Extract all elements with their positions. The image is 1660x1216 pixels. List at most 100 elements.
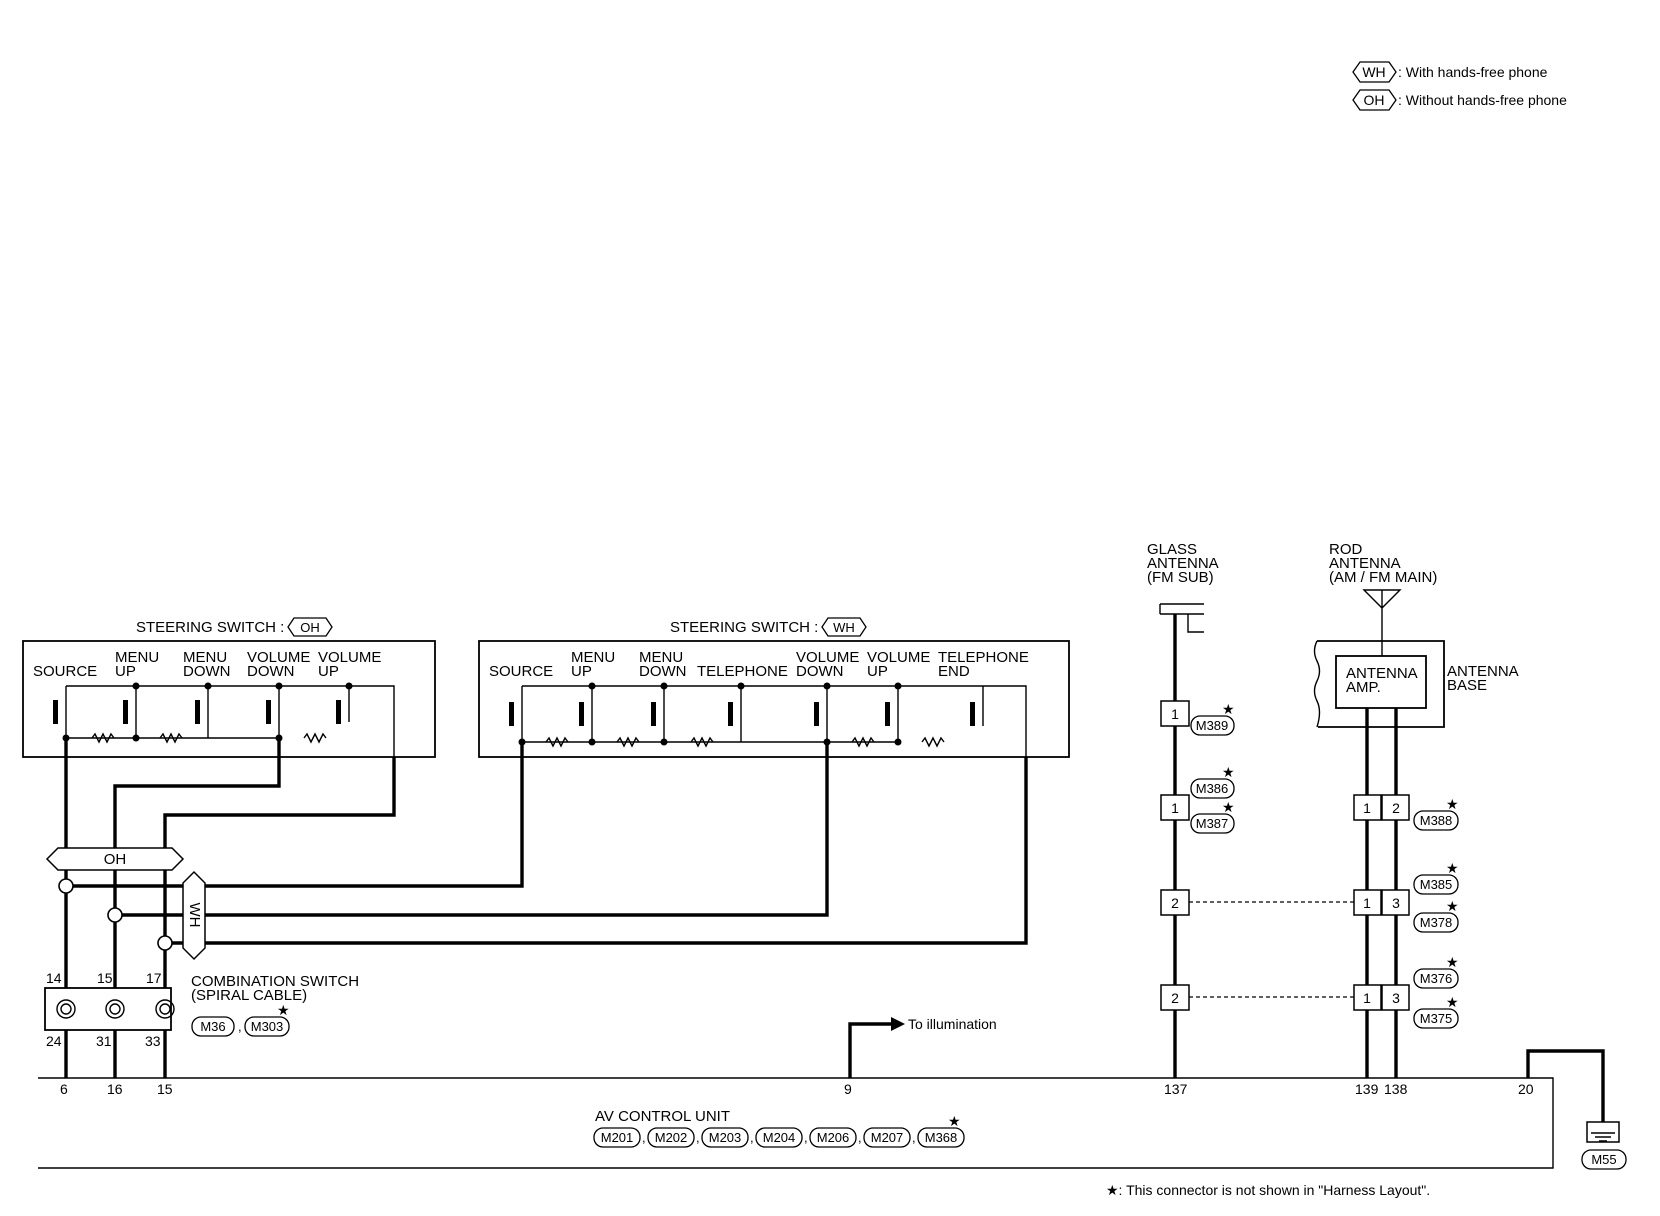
glass-pin-box-3 [1160, 889, 1190, 916]
steering-wh-box [478, 640, 1070, 758]
antenna-base-outline [1317, 640, 1445, 728]
connector-m201-text: M201 [601, 1130, 634, 1145]
glass-pin-2: 1 [1171, 800, 1179, 816]
wh-menu-down-label-2: DOWN [639, 663, 687, 680]
connector-m385 [1413, 874, 1459, 895]
comb-pin-33: 33 [145, 1033, 161, 1049]
splice-points [58, 878, 173, 951]
wh-top-bus [522, 685, 1027, 757]
rod-pin-l2: 1 [1363, 895, 1371, 911]
connector-m36 [191, 1016, 235, 1037]
oh-legend-text: : Without hands-free phone [1398, 92, 1567, 108]
connector-m385-text: M385 [1420, 877, 1453, 892]
steering-oh-tag-text: OH [300, 620, 320, 635]
combination-switch-name-2: (SPIRAL CABLE) [191, 987, 307, 1004]
to-illumination-label: To illumination [908, 1016, 997, 1032]
oh-volume-down-label-2: DOWN [247, 663, 295, 680]
oh-volume-up-label-2: UP [318, 663, 339, 680]
star-m378: ★ [1446, 898, 1459, 914]
wire-illumination [848, 1022, 893, 1078]
oh-menu-down-label-1: MENU [183, 649, 227, 666]
glass-antenna: GLASS ANTENNA (FM SUB) 1 1 2 2 M389 ★ M3… [1147, 541, 1367, 1078]
wh-resistors [545, 736, 945, 748]
antenna-amp-box [1335, 655, 1427, 709]
oh-branch-text: OH [104, 851, 127, 868]
oh-menu-down-label-2: DOWN [183, 663, 231, 680]
wh-switch-volume-down [814, 686, 828, 742]
connector-m389 [1190, 715, 1235, 736]
connector-m204 [755, 1127, 803, 1148]
steering-switch-wh: STEERING SWITCH : WH SOURCE MENU UP MENU… [478, 617, 1070, 758]
connector-m207-text: M207 [871, 1130, 904, 1145]
glass-pin-3: 2 [1171, 895, 1179, 911]
av-pin-138: 138 [1384, 1081, 1408, 1097]
rod-pin-box-l2 [1353, 889, 1382, 916]
connector-m206 [809, 1127, 857, 1148]
wh-switch-telephone [728, 686, 742, 742]
wire-volume-down [113, 738, 281, 1078]
wh-menu-down-label-1: MENU [639, 649, 683, 666]
rod-antenna: ROD ANTENNA (AM / FM MAIN) ANTENNA BASE … [1313, 541, 1519, 1078]
wh-volume-down-label-2: DOWN [796, 663, 844, 680]
glass-pin-box-1 [1160, 700, 1190, 727]
connector-m303 [244, 1016, 290, 1037]
wh-switch-source [509, 686, 523, 742]
glass-antenna-name-3: (FM SUB) [1147, 569, 1214, 586]
star-m368: ★ [948, 1113, 961, 1129]
rod-antenna-icon [1362, 589, 1402, 656]
wh-volume-up-label-2: UP [867, 663, 888, 680]
star-m303: ★ [277, 1002, 290, 1018]
steering-oh-title: STEERING SWITCH : [136, 619, 284, 636]
wh-menu-up-label-1: MENU [571, 649, 615, 666]
glass-antenna-symbol [1159, 603, 1204, 633]
wh-menu-up-label-2: UP [571, 663, 592, 680]
oh-top-bus [66, 685, 395, 757]
legend: WH : With hands-free phone OH : Without … [1352, 61, 1567, 111]
rod-pin-r3: 3 [1392, 990, 1400, 1006]
av-unit-connectors: M201 , M202 , M203 , M204 , M206 , M207 … [593, 1113, 965, 1148]
comma-1: , [238, 1019, 242, 1034]
rod-pin-box-r1 [1381, 794, 1410, 821]
av-unit-outline [38, 1077, 1554, 1169]
steering-oh-box [22, 640, 436, 758]
steering-oh-tag [287, 617, 333, 637]
av-control-unit: 6 16 15 9 137 139 138 20 AV CONTROL UNIT… [38, 1077, 1554, 1169]
wh-branch-text: WH [186, 903, 203, 928]
ground: M55 [1526, 1049, 1627, 1170]
wh-volume-up-label-1: VOLUME [867, 649, 930, 666]
oh-legend-tag [1352, 89, 1397, 111]
oh-volume-up-label-1: VOLUME [318, 649, 381, 666]
av-pin-16: 16 [107, 1081, 123, 1097]
ground-box [1586, 1121, 1620, 1143]
connector-m375-text: M375 [1420, 1011, 1453, 1026]
footnote: ★: This connector is not shown in "Harne… [1106, 1182, 1430, 1198]
connector-m388-text: M388 [1420, 813, 1453, 828]
av-comma-4: , [804, 1130, 808, 1145]
rod-pin-box-r3 [1381, 984, 1410, 1011]
connector-m36-text: M36 [200, 1019, 225, 1034]
connector-m375 [1413, 1008, 1459, 1029]
comb-pin-31: 31 [96, 1033, 112, 1049]
star-m388: ★ [1446, 796, 1459, 812]
connector-m55 [1581, 1149, 1627, 1170]
rod-antenna-name-1: ROD [1329, 541, 1363, 558]
connector-m201 [593, 1127, 641, 1148]
oh-resistors [91, 732, 327, 744]
star-m375: ★ [1446, 994, 1459, 1010]
av-pin-139: 139 [1355, 1081, 1379, 1097]
steering-switch-oh: STEERING SWITCH : OH SOURCE MENU UP MENU… [22, 617, 436, 758]
spiral-cable-icons [56, 999, 175, 1019]
combination-switch-name-1: COMBINATION SWITCH [191, 973, 359, 990]
comb-pin-15: 15 [97, 970, 113, 986]
av-pin-137: 137 [1164, 1081, 1188, 1097]
connector-m387-text: M387 [1196, 816, 1229, 831]
steering-wh-title: STEERING SWITCH : [670, 619, 818, 636]
star-m385: ★ [1446, 860, 1459, 876]
comb-pin-17: 17 [146, 970, 162, 986]
glass-antenna-name-1: GLASS [1147, 541, 1197, 558]
comb-pin-24: 24 [46, 1033, 62, 1049]
av-comma-2: , [696, 1130, 700, 1145]
ground-icon [1591, 1132, 1615, 1142]
